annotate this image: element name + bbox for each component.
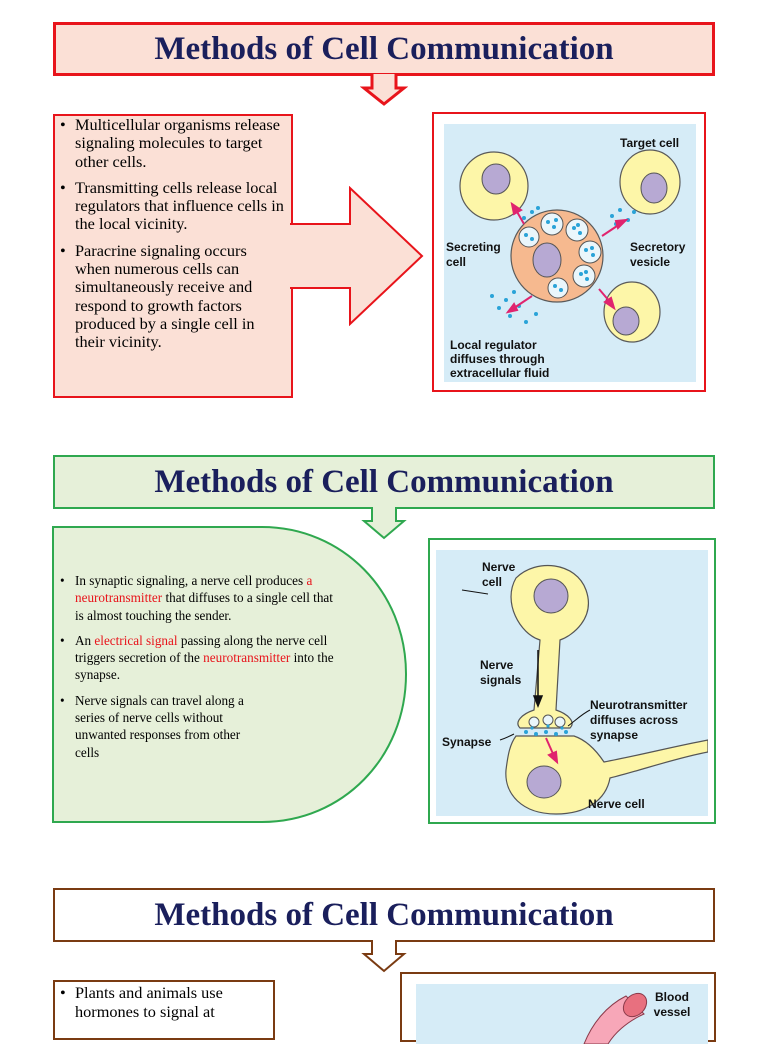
label-nerve-cell-bottom: Nerve cell <box>588 797 645 811</box>
label-nerve-signals: Nerve signals <box>480 658 522 687</box>
section2-title: Methods of Cell Communication <box>154 463 614 500</box>
section2-title-box: Methods of Cell Communication <box>53 455 715 509</box>
section2-bullet-3: Nerve signals can travel along a series … <box>55 692 265 761</box>
section2-bullet-2: An electrical signal passing along the n… <box>55 632 335 684</box>
section1-title: Methods of Cell Communication <box>154 30 614 67</box>
section3-down-arrow-icon <box>361 940 407 973</box>
section3-title: Methods of Cell Communication <box>154 896 614 933</box>
section2-bullet-2-pre: An <box>75 632 95 648</box>
section1-title-box: Methods of Cell Communication <box>53 22 715 76</box>
section2-bullet-2-mid: passing along the nerve cell triggers se… <box>75 632 328 666</box>
section2-bullet-1: In synaptic signaling, a nerve cell prod… <box>55 572 345 624</box>
section1-bullet-list: Multicellular organisms release signalin… <box>55 115 291 352</box>
section3-title-box: Methods of Cell Communication <box>53 888 715 942</box>
section2-bullet-2-highlight-2: neurotransmitter <box>203 650 291 666</box>
section2-bullet-2-post: into the synapse. <box>75 650 334 683</box>
section2-bullet-1-highlight: a neurotransmitter <box>75 573 313 606</box>
section2-bullet-list: In synaptic signaling, a nerve cell prod… <box>55 572 345 761</box>
section2-bullet-1-post: that diffuses to a single cell that is a… <box>75 590 333 623</box>
paracrine-illustration <box>444 124 696 382</box>
section1-down-arrow-icon <box>360 74 408 106</box>
section2-down-arrow-icon <box>361 507 407 540</box>
label-nerve-cell-top: Nerve cell <box>482 560 516 589</box>
label-local-regulator: Local regulator diffuses through extrace… <box>450 338 550 380</box>
section1-bullet-1: Multicellular organisms release signalin… <box>55 115 291 171</box>
label-blood-vessel: Blood vessel <box>653 990 691 1019</box>
label-neurotransmitter: Neurotransmitter diffuses across synapse <box>590 698 688 742</box>
synaptic-illustration <box>436 550 708 816</box>
section3-bullet-1: Plants and animals use hormones to signa… <box>55 983 265 1021</box>
synaptic-diagram: Nerve cell Nerve signals Neurotransmitte… <box>428 538 716 824</box>
label-target-cell: Target cell <box>620 136 680 150</box>
section3-bullet-list: Plants and animals use hormones to signa… <box>55 983 265 1021</box>
paracrine-diagram: Target cell Secreting cell Secretory ves… <box>432 112 706 392</box>
label-synapse: Synapse <box>442 735 492 749</box>
section1-right-arrow-icon <box>290 186 424 326</box>
section1-bullet-3: Paracrine signaling occurs when numerous… <box>55 241 255 352</box>
endocrine-diagram: Blood vessel <box>400 972 716 1044</box>
section2-bullet-1-pre: In synaptic signaling, a nerve cell prod… <box>75 573 307 588</box>
section1-bullet-2: Transmitting cells release local regulat… <box>55 178 291 234</box>
section2-bullet-2-highlight-1: electrical signal <box>94 632 178 648</box>
label-secretory-vesicle: Secretory vesicle <box>630 240 686 269</box>
label-secreting-cell: Secreting cell <box>446 240 501 269</box>
